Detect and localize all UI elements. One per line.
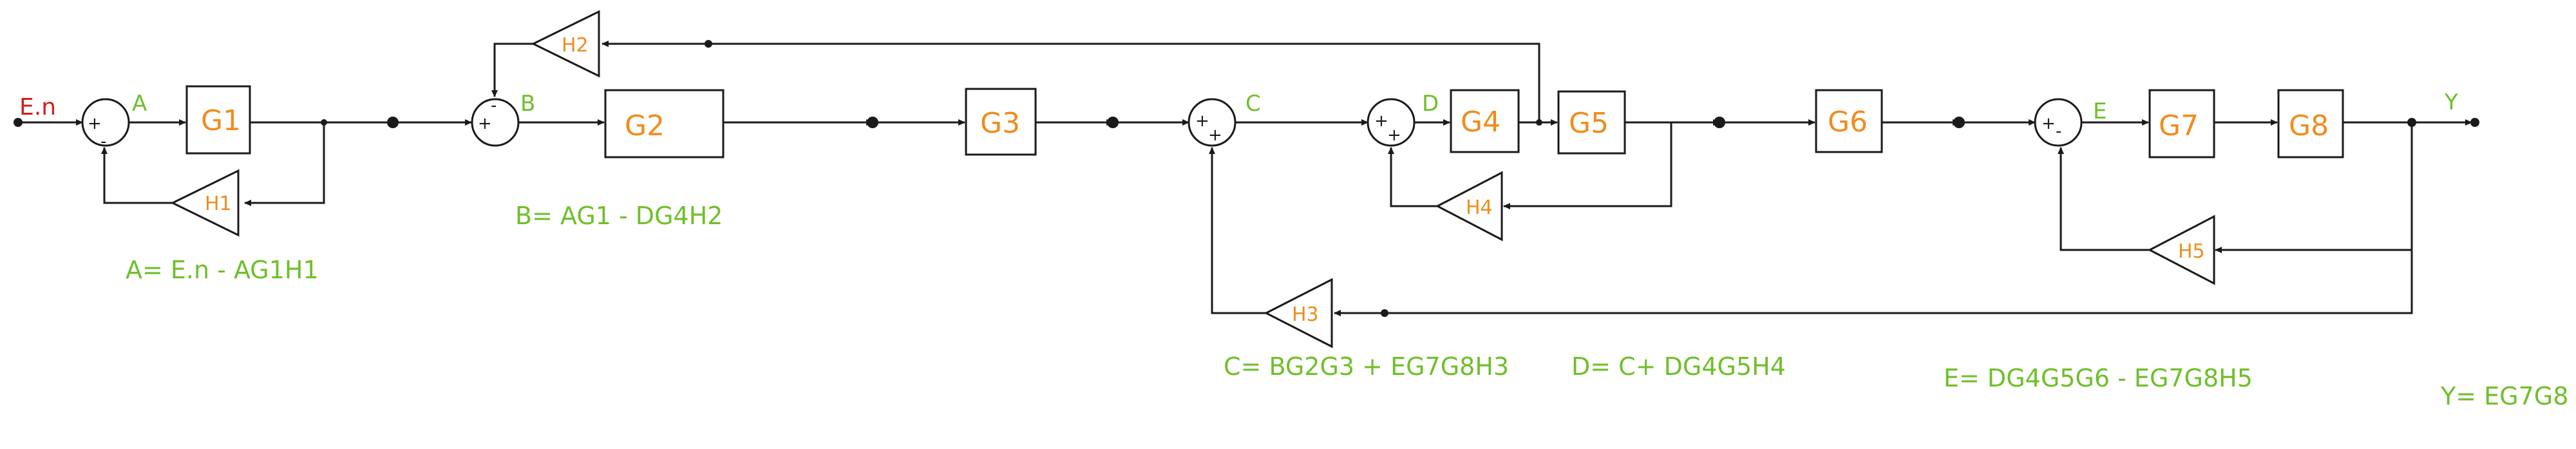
svg-text:G7: G7 xyxy=(2159,110,2199,142)
junction-dot xyxy=(321,119,327,126)
equation-e: E= DG4G5G6 - EG7G8H5 xyxy=(1944,364,2253,392)
block-g7: G7 xyxy=(2148,89,2215,158)
equation-d: D= C+ DG4G5H4 xyxy=(1571,352,1786,381)
block-g2: G2 xyxy=(604,89,724,158)
equation-a: A= E.n - AG1H1 xyxy=(126,256,319,284)
node-label-e: E xyxy=(2093,99,2107,124)
svg-text:H5: H5 xyxy=(2178,240,2205,263)
input-label: E.n xyxy=(19,94,56,120)
wire-h5-to-sum-e xyxy=(2058,147,2150,251)
svg-text:+: + xyxy=(478,114,492,133)
svg-text:G1: G1 xyxy=(201,104,241,137)
block-g5: G5 xyxy=(1557,90,1626,155)
summing-junction-b: + - xyxy=(471,96,520,147)
svg-text:+: + xyxy=(1374,111,1388,131)
input-dot xyxy=(14,118,23,127)
equation-c: C= BG2G3 + EG7G8H3 xyxy=(1224,352,1509,381)
junction-dot xyxy=(867,117,878,128)
wire-h2-to-sum-b xyxy=(491,43,533,97)
block-g4: G4 xyxy=(1450,89,1520,153)
junction-dot xyxy=(705,40,712,48)
gain-h1: H1 xyxy=(170,169,240,237)
summing-junction-e: + - xyxy=(2034,98,2083,147)
junction-dot xyxy=(1536,119,1542,126)
wire-h3-to-sum-c xyxy=(1209,147,1266,314)
svg-text:+: + xyxy=(2041,114,2056,133)
node-label-d: D xyxy=(1422,91,1439,117)
gain-h3: H3 xyxy=(1264,278,1333,349)
junction-dot xyxy=(1953,117,1965,128)
block-g3: G3 xyxy=(965,88,1037,156)
svg-text:H1: H1 xyxy=(205,193,232,215)
svg-text:H2: H2 xyxy=(562,34,589,57)
svg-text:+: + xyxy=(1195,111,1209,131)
wire-h3-path xyxy=(1385,250,2413,314)
svg-text:G4: G4 xyxy=(1461,106,1501,139)
equation-y: Y= EG7G8 xyxy=(2440,382,2568,410)
junction-dot xyxy=(387,117,399,128)
wire-h1-feedback-out xyxy=(101,147,173,204)
node-label-a: A xyxy=(132,91,147,117)
output-dot xyxy=(2470,118,2479,127)
block-g6: G6 xyxy=(1815,89,1883,153)
svg-text:G8: G8 xyxy=(2289,110,2329,142)
wire-h1-feedback-in xyxy=(244,122,325,206)
wire-h2-top xyxy=(708,43,1540,122)
junction-dot xyxy=(1107,117,1119,128)
svg-text:H3: H3 xyxy=(1292,303,1319,326)
gain-h4: H4 xyxy=(1435,171,1503,242)
svg-text:-: - xyxy=(2056,122,2061,141)
junction-dot xyxy=(2407,118,2416,127)
summing-junction-d: + + xyxy=(1367,98,1416,147)
junction-dot xyxy=(1714,117,1725,128)
junction-dot xyxy=(1381,309,1388,317)
svg-text:G2: G2 xyxy=(625,110,665,142)
gain-h2: H2 xyxy=(531,10,600,78)
svg-text:+: + xyxy=(88,114,102,133)
svg-text:+: + xyxy=(1208,126,1222,145)
svg-text:G3: G3 xyxy=(980,107,1020,140)
block-g1: G1 xyxy=(185,85,251,155)
svg-text:G6: G6 xyxy=(1828,106,1868,139)
svg-text:G5: G5 xyxy=(1569,107,1609,140)
wire-h4-to-sum-d xyxy=(1388,147,1437,207)
signal-wires xyxy=(19,41,2472,316)
output-label: Y xyxy=(2444,90,2458,115)
summing-junction-a: + - xyxy=(81,98,130,151)
wire-to-h4 xyxy=(1503,122,1672,209)
svg-text:H4: H4 xyxy=(1466,196,1493,219)
block-g8: G8 xyxy=(2277,89,2344,158)
node-label-b: B xyxy=(520,91,535,117)
junction-dots xyxy=(14,40,2479,317)
summing-junction-c: + + xyxy=(1188,98,1236,147)
svg-text:-: - xyxy=(100,132,106,151)
gain-h5: H5 xyxy=(2147,215,2215,285)
svg-text:+: + xyxy=(1387,126,1401,145)
svg-text:-: - xyxy=(491,96,497,115)
node-label-c: C xyxy=(1245,91,1261,117)
equation-b: B= AG1 - DG4H2 xyxy=(515,202,723,230)
